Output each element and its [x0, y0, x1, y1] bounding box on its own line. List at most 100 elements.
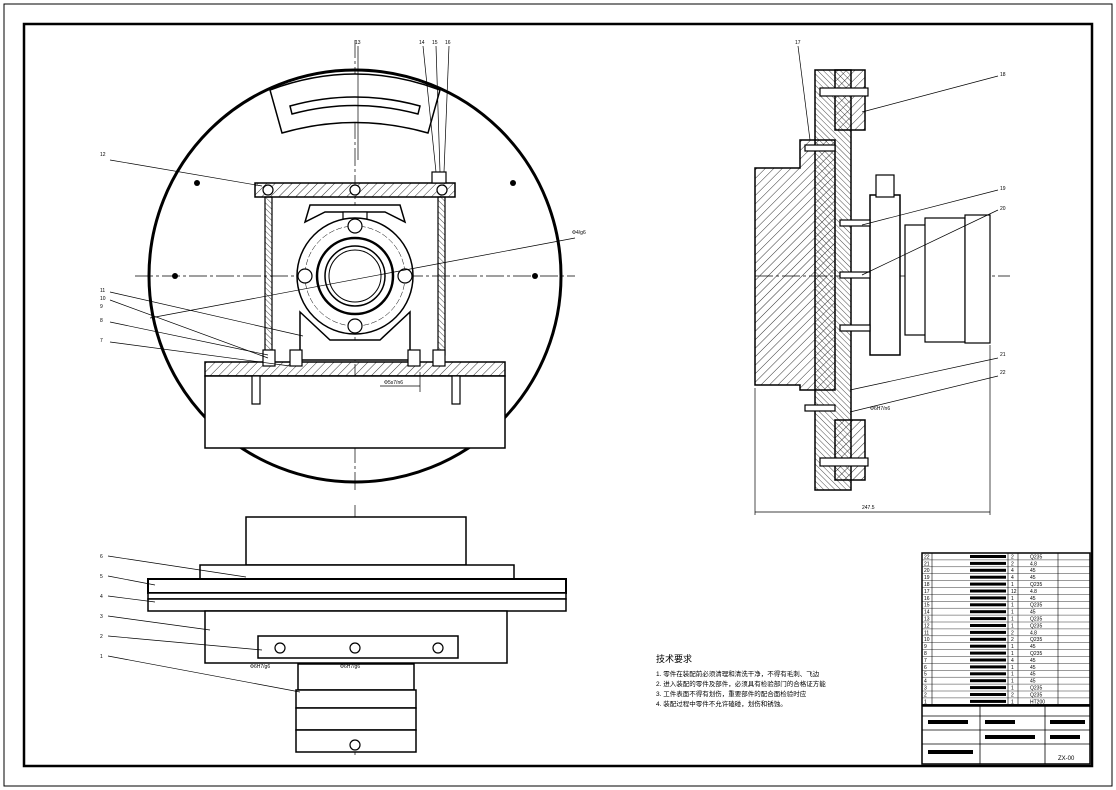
parts-row-no: 13: [924, 617, 930, 623]
front-column-2: [295, 689, 417, 709]
balloon-2: 2: [100, 634, 103, 640]
parts-row-qty: 1: [1011, 617, 1014, 623]
parts-row-qty: 1: [1011, 582, 1014, 588]
parts-row-qty: 12: [1011, 589, 1017, 595]
parts-row-mat: Q235: [1030, 617, 1042, 623]
parts-row-qty: 1: [1011, 665, 1014, 671]
parts-row-no: 6: [924, 665, 927, 671]
parts-row-qty: 2: [1011, 637, 1014, 643]
parts-row-no: 2: [924, 692, 927, 698]
front-top-block: [245, 516, 467, 566]
parts-row-name-bar: [970, 630, 1006, 634]
balloon-18: 18: [1000, 72, 1006, 78]
parts-row-mat: 45: [1030, 596, 1036, 602]
parts-row-qty: 2: [1011, 561, 1014, 567]
parts-row-no: 1: [924, 699, 927, 705]
parts-row-mat: 4.8: [1030, 630, 1037, 636]
parts-row-qty: 1: [1011, 603, 1014, 609]
parts-row-name-bar: [970, 686, 1006, 690]
base-plate: [204, 361, 506, 377]
hex-bolt-icon: [347, 318, 363, 334]
parts-row-name-bar: [970, 644, 1006, 648]
parts-row-mat: Q235: [1030, 651, 1042, 657]
balloon-3: 3: [100, 614, 103, 620]
balloon-22: 22: [1000, 370, 1006, 376]
disc-hole: [532, 273, 538, 279]
parts-row-no: 5: [924, 672, 927, 678]
disc-hole: [194, 180, 200, 186]
parts-row-mat: 45: [1030, 665, 1036, 671]
balloon-20: 20: [1000, 206, 1006, 212]
balloon-8: 8: [100, 318, 103, 324]
upper-jaw: [303, 204, 407, 224]
parts-row-no: 10: [924, 637, 930, 643]
guide-rod-left: [264, 196, 273, 356]
balloon-19: 19: [1000, 186, 1006, 192]
balloon-5: 5: [100, 574, 103, 580]
parts-row-mat: 45: [1030, 658, 1036, 664]
front-column-3: [295, 707, 417, 731]
disc-hole: [172, 273, 178, 279]
parts-row-mat: Q235: [1030, 623, 1042, 629]
parts-row-mat: Q235: [1030, 554, 1042, 560]
tech-req-line: 4. 装配过程中零件不允许磕碰，划伤和锈蚀。: [656, 699, 787, 708]
parts-row-qty: 1: [1011, 610, 1014, 616]
balloon-14: 14: [419, 40, 425, 46]
parts-row-qty: 1: [1011, 651, 1014, 657]
parts-row-name-bar: [970, 679, 1006, 683]
parts-row-mat: Q235: [1030, 637, 1042, 643]
parts-row-name-bar: [970, 637, 1006, 641]
disc-hole: [510, 180, 516, 186]
hex-bolt-icon: [397, 268, 413, 284]
parts-row-qty: 1: [1011, 699, 1014, 705]
flange-outer: [296, 217, 414, 335]
parts-row-no: 4: [924, 679, 927, 685]
parts-row-mat: 45: [1030, 644, 1036, 650]
parts-row-qty: 1: [1011, 623, 1014, 629]
dim-bore-top: Φ4/g6: [572, 230, 586, 236]
parts-row-mat: Q235: [1030, 603, 1042, 609]
dim-side-fit: Φ6H7/n6: [870, 406, 890, 412]
top-view: 13 14 15 16 12 11 10 9 8 7 Φ4/g6 Φ5s7/n6: [100, 40, 586, 490]
balloon-21: 21: [1000, 352, 1006, 358]
balloon-1: 1: [100, 654, 103, 660]
parts-row-name-bar: [970, 665, 1006, 669]
tech-req-title: 技术要求: [656, 653, 692, 664]
parts-row-name-bar: [970, 596, 1006, 600]
parts-row-qty: 1: [1011, 672, 1014, 678]
title-block: ZX-00: [921, 705, 1091, 765]
parts-row-no: 9: [924, 644, 927, 650]
balloon-17: 17: [795, 40, 801, 46]
parts-row-qty: 2: [1011, 630, 1014, 636]
front-column-1: [297, 663, 415, 691]
parts-row-qty: 2: [1011, 554, 1014, 560]
balloon-12: 12: [100, 152, 106, 158]
parts-row-mat: 45: [1030, 568, 1036, 574]
bore-inner: [324, 245, 386, 307]
balloon-16: 16: [445, 40, 451, 46]
tech-req-line: 2. 进入装配的零件及部件，必须具有检验部门的合格证方能: [656, 679, 826, 688]
parts-row-no: 14: [924, 610, 930, 616]
parts-row-name-bar: [970, 624, 1006, 627]
guide-rod-right: [437, 196, 446, 356]
hex-bolt-icon: [297, 268, 313, 284]
front-view: 6 5 4 3 2 1 Φ6H7/g6 Φ6H7/g6: [100, 505, 567, 755]
tech-req-line: 3. 工件表面不得有划伤，重要部件的配合面检验时应: [656, 689, 807, 698]
parts-row-mat: 45: [1030, 679, 1036, 685]
dim-base-fit-left: Φ6H7/g6: [250, 664, 270, 670]
balloon-13: 13: [355, 40, 361, 46]
parts-row-no: 17: [924, 589, 930, 595]
parts-row-qty: 1: [1011, 686, 1014, 692]
outer-border: [3, 3, 1113, 787]
parts-row-qty: 4: [1011, 575, 1014, 581]
balloon-11: 11: [100, 288, 105, 294]
technical-requirements: 技术要求 1. 零件在装配前必须清理和清洗干净，不得有毛刺、飞边 2. 进入装配…: [656, 653, 826, 708]
front-disc: [147, 578, 567, 594]
parts-row-mat: Q235: [1030, 686, 1042, 692]
parts-row-no: 3: [924, 686, 927, 692]
parts-row-name-bar: [970, 555, 1006, 558]
parts-row-name-bar: [970, 672, 1006, 676]
hex-bolt-icon: [347, 218, 363, 234]
